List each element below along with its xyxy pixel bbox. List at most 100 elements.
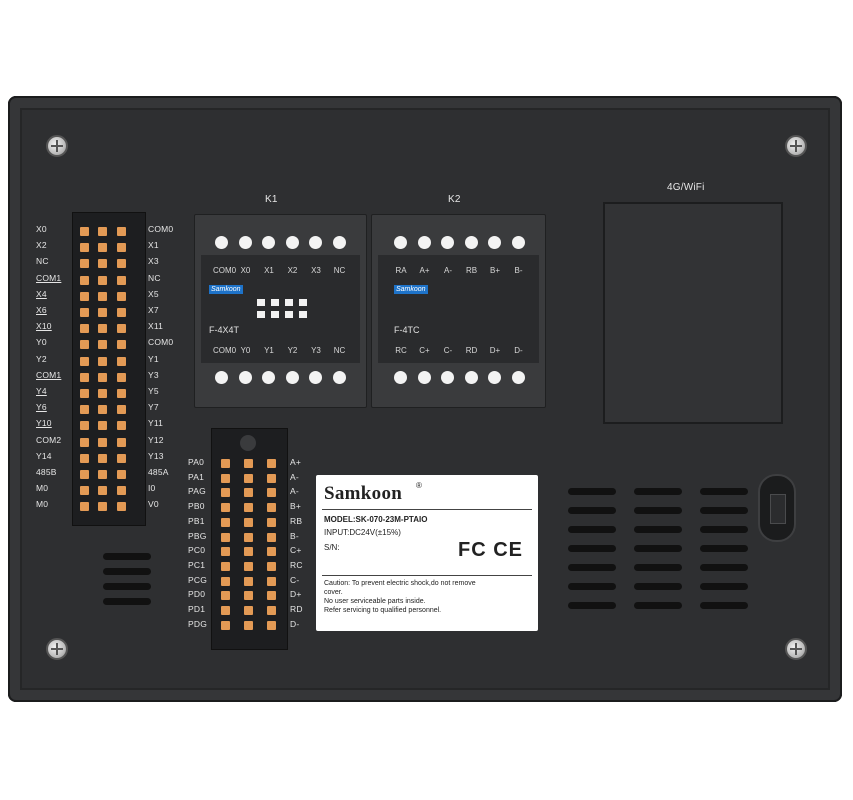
terminal-pin	[221, 488, 230, 498]
terminal-pin	[98, 340, 107, 350]
vent-slot	[700, 564, 748, 571]
module-top-label: COM0	[213, 266, 237, 275]
module-top-label: B+	[489, 266, 500, 275]
vent-slot	[634, 526, 682, 533]
bottom-terminal-label: D+	[290, 589, 302, 600]
module-bottom-label: Y3	[311, 346, 321, 355]
terminal-pin	[117, 421, 126, 431]
terminal-pin	[98, 437, 107, 447]
bottom-terminal-label: RB	[290, 515, 303, 526]
terminal-screw-dot	[238, 371, 252, 384]
module-top-label: X3	[311, 266, 321, 275]
left-terminal-label: X10	[36, 321, 52, 332]
terminal-pin	[267, 459, 276, 468]
left-terminal-label: X0	[36, 224, 47, 234]
terminal-pin	[98, 389, 107, 398]
vent-slot	[634, 564, 682, 571]
terminal-pin	[221, 459, 230, 468]
terminal-pin	[244, 561, 253, 571]
terminal-pin	[267, 532, 276, 542]
vent-slot	[568, 545, 616, 552]
terminal-screw-dot	[488, 371, 501, 384]
terminal-pin	[117, 389, 126, 398]
terminal-pin	[221, 561, 230, 571]
left-terminal-label: Y11	[148, 418, 164, 429]
switch-toggle[interactable]	[770, 494, 786, 524]
terminal-pin	[98, 291, 107, 301]
left-terminal-label: 485A	[148, 467, 169, 477]
terminal-pin	[267, 606, 276, 615]
left-terminal-label: Y5	[148, 386, 159, 396]
module-bottom-label: RC	[395, 346, 407, 355]
terminal-pin	[244, 606, 253, 615]
terminal-pin	[98, 372, 107, 382]
terminal-pin	[98, 227, 107, 236]
nameplate-brand: Samkoon	[324, 483, 403, 504]
vent-slot	[634, 507, 682, 514]
bottom-terminal-label: PBG	[188, 530, 207, 541]
left-terminal-label: Y0	[36, 337, 47, 348]
terminal-pin	[80, 340, 89, 350]
module-bottom-label: Y1	[264, 346, 274, 355]
terminal-pin	[244, 547, 253, 557]
divider	[322, 509, 532, 510]
terminal-screw-dot	[464, 236, 478, 249]
terminal-screw-dot	[441, 371, 454, 384]
nameplate-input: INPUT:DC24V(±15%)	[324, 528, 401, 537]
terminal-pin	[117, 243, 126, 253]
module-bottom-label: Y2	[287, 346, 298, 355]
left-terminal-block	[72, 212, 146, 526]
terminal-pin	[80, 243, 89, 253]
terminal-pin	[221, 606, 230, 615]
k2-brand-badge: Samkoon	[394, 285, 428, 294]
module-bottom-label: COM0	[213, 346, 237, 355]
left-terminal-label: COM1	[36, 369, 62, 380]
left-terminal-label: X7	[148, 305, 159, 315]
left-terminal-label: M0	[36, 483, 49, 494]
terminal-pin	[80, 356, 89, 366]
k1-module-face	[201, 255, 360, 363]
module-top-label: X1	[264, 266, 274, 275]
caution-line-4: Refer servicing to qualified personnel.	[324, 607, 442, 614]
terminal-pin	[267, 591, 276, 601]
terminal-pin	[98, 356, 107, 366]
left-terminal-label: X2	[36, 240, 47, 251]
terminal-pin	[244, 488, 253, 498]
terminal-pin	[117, 259, 126, 269]
left-terminal-label: Y12	[148, 434, 164, 445]
terminal-screw-dot	[332, 371, 346, 384]
led-indicator	[299, 299, 307, 306]
terminal-pin	[267, 488, 276, 498]
divider	[322, 575, 532, 576]
terminal-pin	[117, 437, 126, 447]
screw-icon	[785, 638, 807, 660]
module-bottom-label: C-	[443, 346, 453, 355]
bottom-terminal-label: PC0	[188, 545, 206, 556]
terminal-pin	[221, 620, 230, 630]
bottom-terminal-label: PB0	[188, 501, 205, 512]
left-terminal-label: COM1	[36, 272, 62, 283]
terminal-pin	[80, 324, 89, 334]
terminal-pin	[117, 227, 126, 236]
module-top-label: NC	[333, 266, 346, 275]
terminal-screw-dot	[262, 236, 275, 249]
wifi-section-label: 4G/WiFi	[667, 182, 705, 193]
left-terminal-label: Y1	[148, 353, 159, 364]
led-indicator	[285, 299, 293, 306]
bottom-terminal-label: PB1	[188, 515, 205, 526]
terminal-pin	[98, 502, 107, 512]
bottom-terminal-label: RD	[290, 604, 303, 614]
terminal-pin	[244, 473, 253, 483]
terminal-screw-dot	[417, 236, 431, 249]
terminal-pin	[244, 517, 253, 527]
terminal-screw-dot	[441, 236, 454, 249]
terminal-pin	[80, 437, 89, 447]
terminal-pin	[244, 459, 253, 468]
nameplate-model: MODEL:SK-070-23M-PTAIO	[324, 515, 428, 524]
power-switch[interactable]	[758, 474, 796, 542]
terminal-screw-dot	[238, 236, 252, 249]
module-top-label: X2	[287, 266, 298, 275]
module-top-label: A+	[419, 266, 430, 275]
